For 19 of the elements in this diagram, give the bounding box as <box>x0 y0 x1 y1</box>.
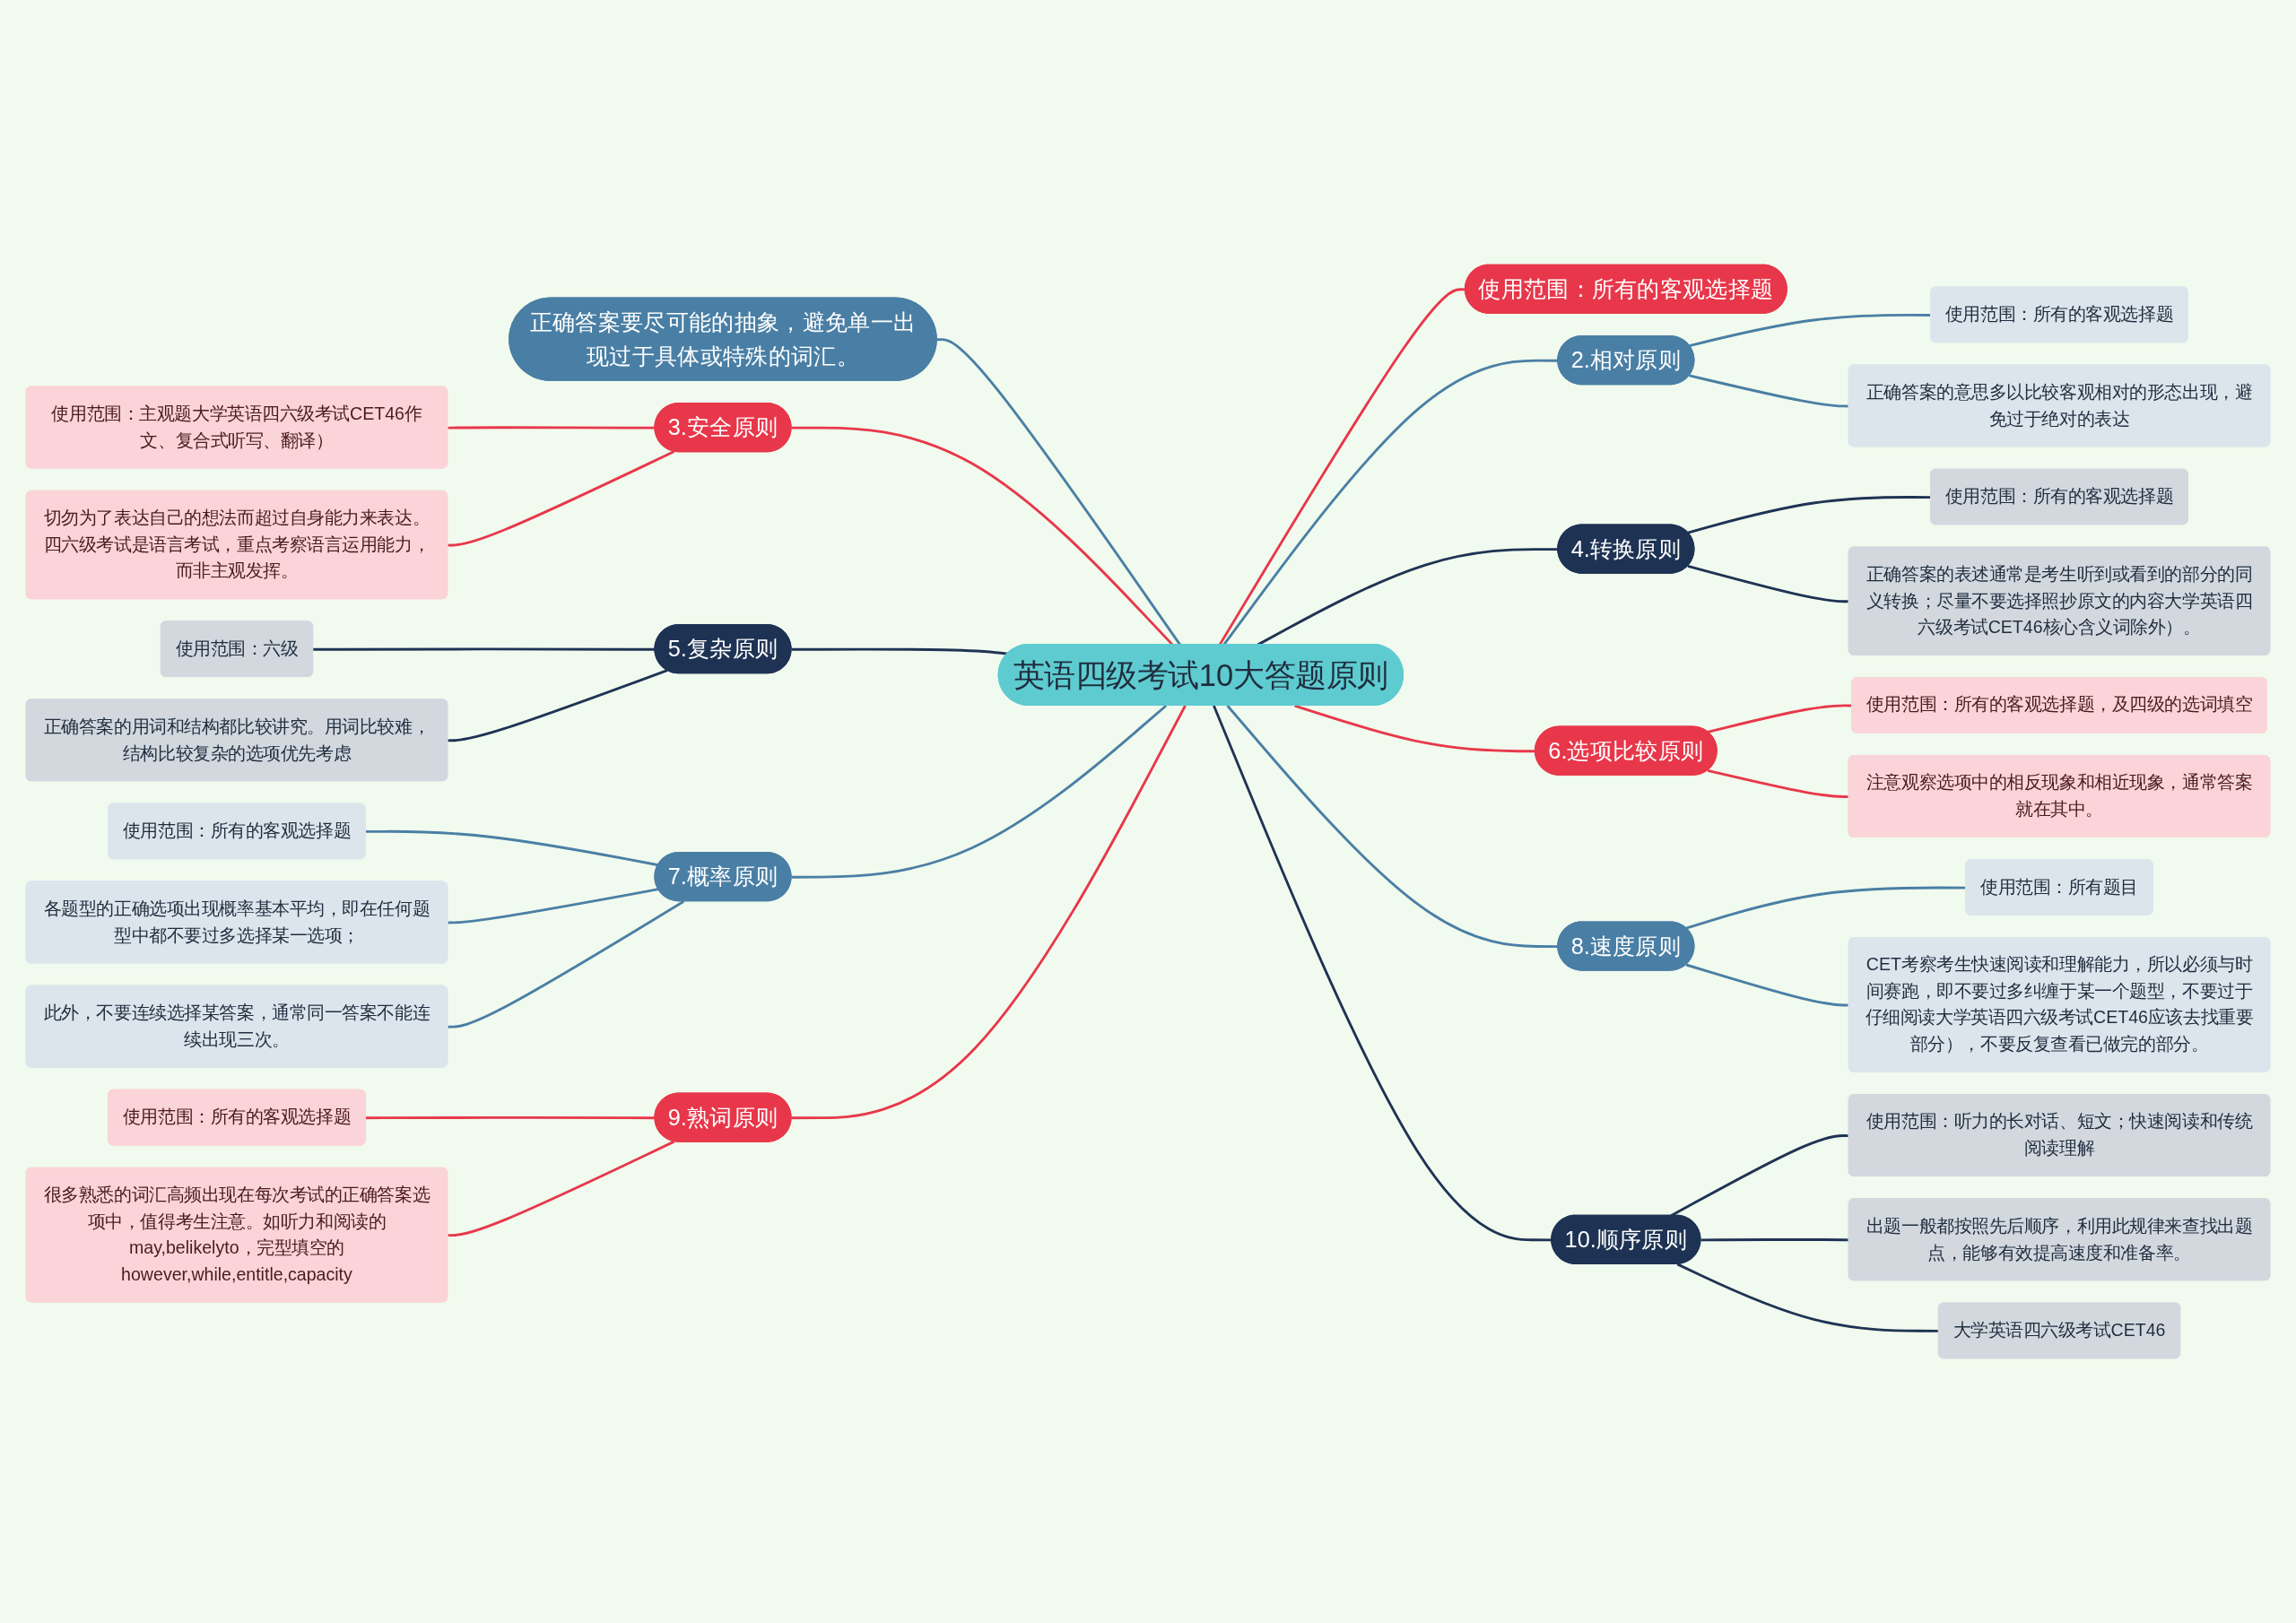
connector <box>448 888 659 924</box>
connector <box>791 647 1008 655</box>
connector <box>1689 374 1849 408</box>
connector <box>448 900 685 1028</box>
connector <box>1687 565 1849 603</box>
connector <box>1226 705 1559 949</box>
connector <box>448 669 668 742</box>
connector <box>1700 1238 1849 1242</box>
connector <box>313 647 656 651</box>
connector <box>1685 963 1849 1007</box>
connector <box>1676 1263 1939 1332</box>
connector <box>448 450 675 547</box>
connector <box>791 705 1187 1120</box>
connector <box>365 1116 656 1120</box>
connector <box>791 705 1168 879</box>
connector <box>1707 769 1849 799</box>
connector <box>365 829 659 867</box>
connector <box>448 426 656 430</box>
connector <box>448 1140 675 1237</box>
